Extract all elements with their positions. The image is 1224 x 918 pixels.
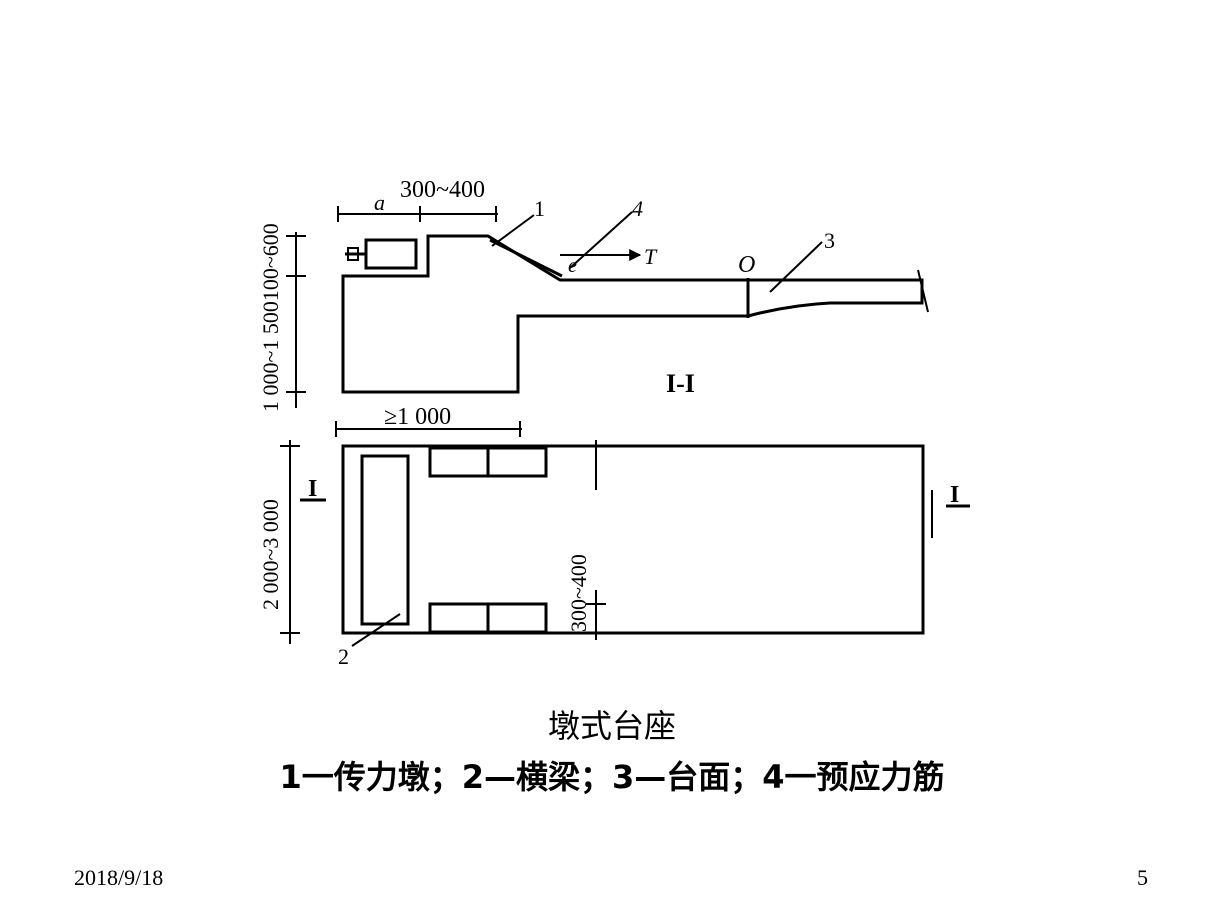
label-callout-2: 2	[338, 644, 349, 669]
figure-title: 墩式台座	[547, 707, 676, 745]
slide-page-number: 5	[1137, 865, 1148, 890]
label-force-T: T	[644, 244, 658, 269]
diagram-labels: 300~400 a 1 4 e T O 3 I-I 1 000~1 500100…	[258, 177, 959, 669]
label-dim-left-vertical: 1 000~1 500100~600	[258, 223, 283, 412]
crossbeam	[360, 454, 410, 626]
label-dim-top-span: 300~400	[400, 177, 485, 203]
label-callout-4: 4	[632, 196, 643, 221]
top-dimensions	[286, 206, 498, 408]
pier-outline	[341, 234, 924, 394]
label-callout-1: 1	[534, 196, 545, 221]
figure-legend: 1一传力墩；2—横梁；3—台面；4一预应力筋	[279, 758, 945, 796]
label-dim-bottom-width: ≥1 000	[384, 404, 451, 430]
label-section-mark-right: I	[950, 482, 959, 508]
plan-view	[280, 421, 970, 647]
label-section: I-I	[666, 369, 695, 398]
label-angle-e: e	[568, 255, 577, 277]
label-dim-a: a	[374, 190, 385, 215]
slide-date: 2018/9/18	[74, 865, 164, 890]
label-point-O: O	[738, 252, 755, 278]
label-section-mark-left: I	[308, 476, 317, 502]
label-callout-3: 3	[824, 228, 835, 253]
section-view	[341, 211, 929, 394]
platform-plan	[341, 444, 925, 635]
label-dim-mid-vertical: 300~400	[566, 554, 591, 632]
label-dim-bottom-left: 2 000~3 000	[258, 499, 283, 610]
tendon-line	[489, 238, 563, 278]
jack-box	[364, 238, 418, 270]
